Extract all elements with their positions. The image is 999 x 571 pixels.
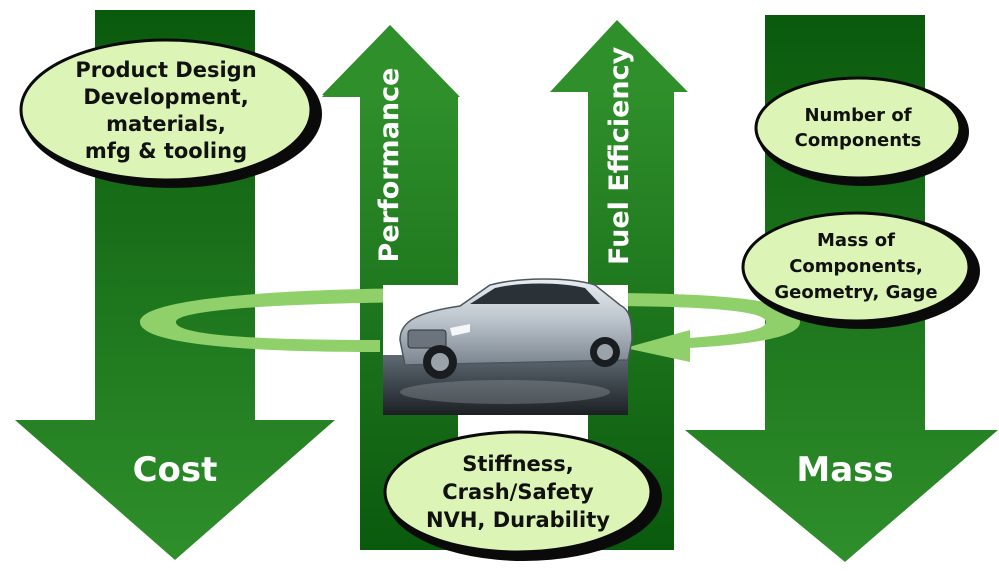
mass-label: Mass bbox=[796, 450, 894, 490]
stiffness-line-1: Stiffness, bbox=[462, 452, 574, 476]
stiffness-line-3: NVH, Durability bbox=[426, 508, 610, 532]
performance-label: Performance bbox=[374, 67, 405, 263]
mass-of-components-line-1: Mass of bbox=[817, 230, 895, 251]
mass-of-components-text: Mass of Components, Geometry, Gage bbox=[750, 225, 962, 309]
cost-label: Cost bbox=[132, 450, 218, 490]
number-of-components-text: Number of Components bbox=[768, 100, 948, 156]
number-of-components-line-1: Number of bbox=[804, 105, 912, 126]
stiffness-line-2: Crash/Safety bbox=[442, 480, 594, 504]
product-design-text: Product Design Development, materials, m… bbox=[40, 55, 292, 167]
fuel-efficiency-label: Fuel Efficiency bbox=[604, 46, 635, 265]
product-design-line-3: materials, bbox=[106, 112, 226, 136]
loop-arrow-front bbox=[600, 293, 800, 362]
oval-stiffness bbox=[383, 430, 653, 554]
loop-arrow-back bbox=[140, 288, 470, 352]
car-image bbox=[383, 278, 633, 415]
fuel-efficiency-arrow-head bbox=[550, 20, 688, 92]
product-design-line-4: mfg & tooling bbox=[84, 139, 248, 163]
number-of-components-line-2: Components bbox=[794, 130, 922, 151]
product-design-line-1: Product Design bbox=[75, 58, 257, 82]
oval-product-design bbox=[19, 38, 313, 182]
performance-arrow-head bbox=[322, 25, 460, 97]
oval-number-components bbox=[754, 76, 962, 180]
oval-mass-components bbox=[741, 211, 971, 323]
mass-of-components-line-2: Components, bbox=[789, 256, 923, 277]
stiffness-text: Stiffness, Crash/Safety NVH, Durability bbox=[400, 448, 636, 536]
mass-of-components-line-3: Geometry, Gage bbox=[774, 282, 938, 303]
product-design-line-2: Development, bbox=[83, 85, 249, 109]
